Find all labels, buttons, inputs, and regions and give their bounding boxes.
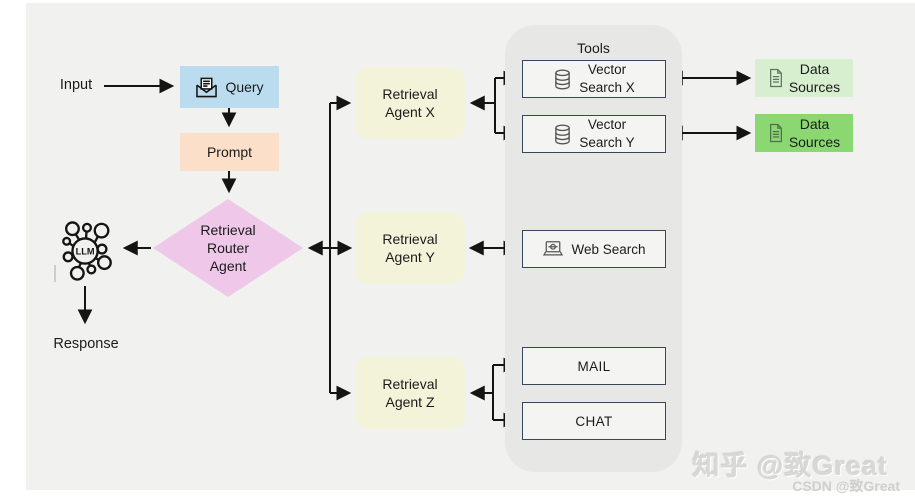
document-icon: [769, 123, 782, 143]
open-envelope-icon: [196, 77, 218, 97]
chat-label: CHAT: [575, 413, 613, 429]
data-sources-1-node: Data Sources: [755, 59, 853, 97]
agent-z-label: Retrieval Agent Z: [382, 375, 438, 410]
database-icon: [555, 124, 571, 144]
database-icon: [555, 69, 571, 89]
vector-search-x-node: Vector Search X: [522, 60, 666, 98]
mail-label: MAIL: [577, 358, 611, 374]
csdn-watermark: CSDN @致Great: [792, 478, 900, 494]
chat-node: CHAT: [522, 402, 666, 440]
data-sources-1-label: Data Sources: [788, 60, 841, 95]
watermark-artifact-line: [54, 265, 56, 282]
agent-x-label: Retrieval Agent X: [382, 85, 438, 120]
vector-search-y-node: Vector Search Y: [522, 115, 666, 153]
web-search-node: Web Search: [522, 230, 666, 268]
svg-text:LLM: LLM: [76, 246, 95, 256]
query-label: Query: [225, 79, 264, 95]
data-sources-2-label: Data Sources: [788, 115, 841, 150]
web-search-label: Web Search: [571, 241, 646, 257]
data-sources-2-node: Data Sources: [755, 114, 853, 152]
web-browser-icon: [543, 241, 564, 256]
query-node: Query: [180, 66, 279, 108]
document-icon: [769, 68, 782, 88]
agent-y-label: Retrieval Agent Y: [382, 230, 438, 265]
vector-search-y-label: Vector Search Y: [579, 117, 635, 150]
llm-network-icon: LLM: [62, 221, 112, 281]
prompt-node: Prompt: [180, 133, 279, 171]
prompt-label: Prompt: [206, 144, 253, 160]
retrieval-agent-x-node: Retrieval Agent X: [355, 67, 465, 139]
vector-search-x-label: Vector Search X: [579, 62, 635, 95]
retrieval-agent-y-node: Retrieval Agent Y: [355, 212, 465, 284]
retrieval-agent-z-node: Retrieval Agent Z: [355, 357, 465, 429]
response-label: Response: [53, 336, 119, 352]
tools-title: Tools: [577, 40, 610, 56]
zhihu-watermark: 知乎 @致Great: [692, 451, 888, 481]
input-label: Input: [59, 77, 93, 93]
mail-node: MAIL: [522, 347, 666, 385]
router-label: Retrieval Router Agent: [200, 221, 256, 275]
